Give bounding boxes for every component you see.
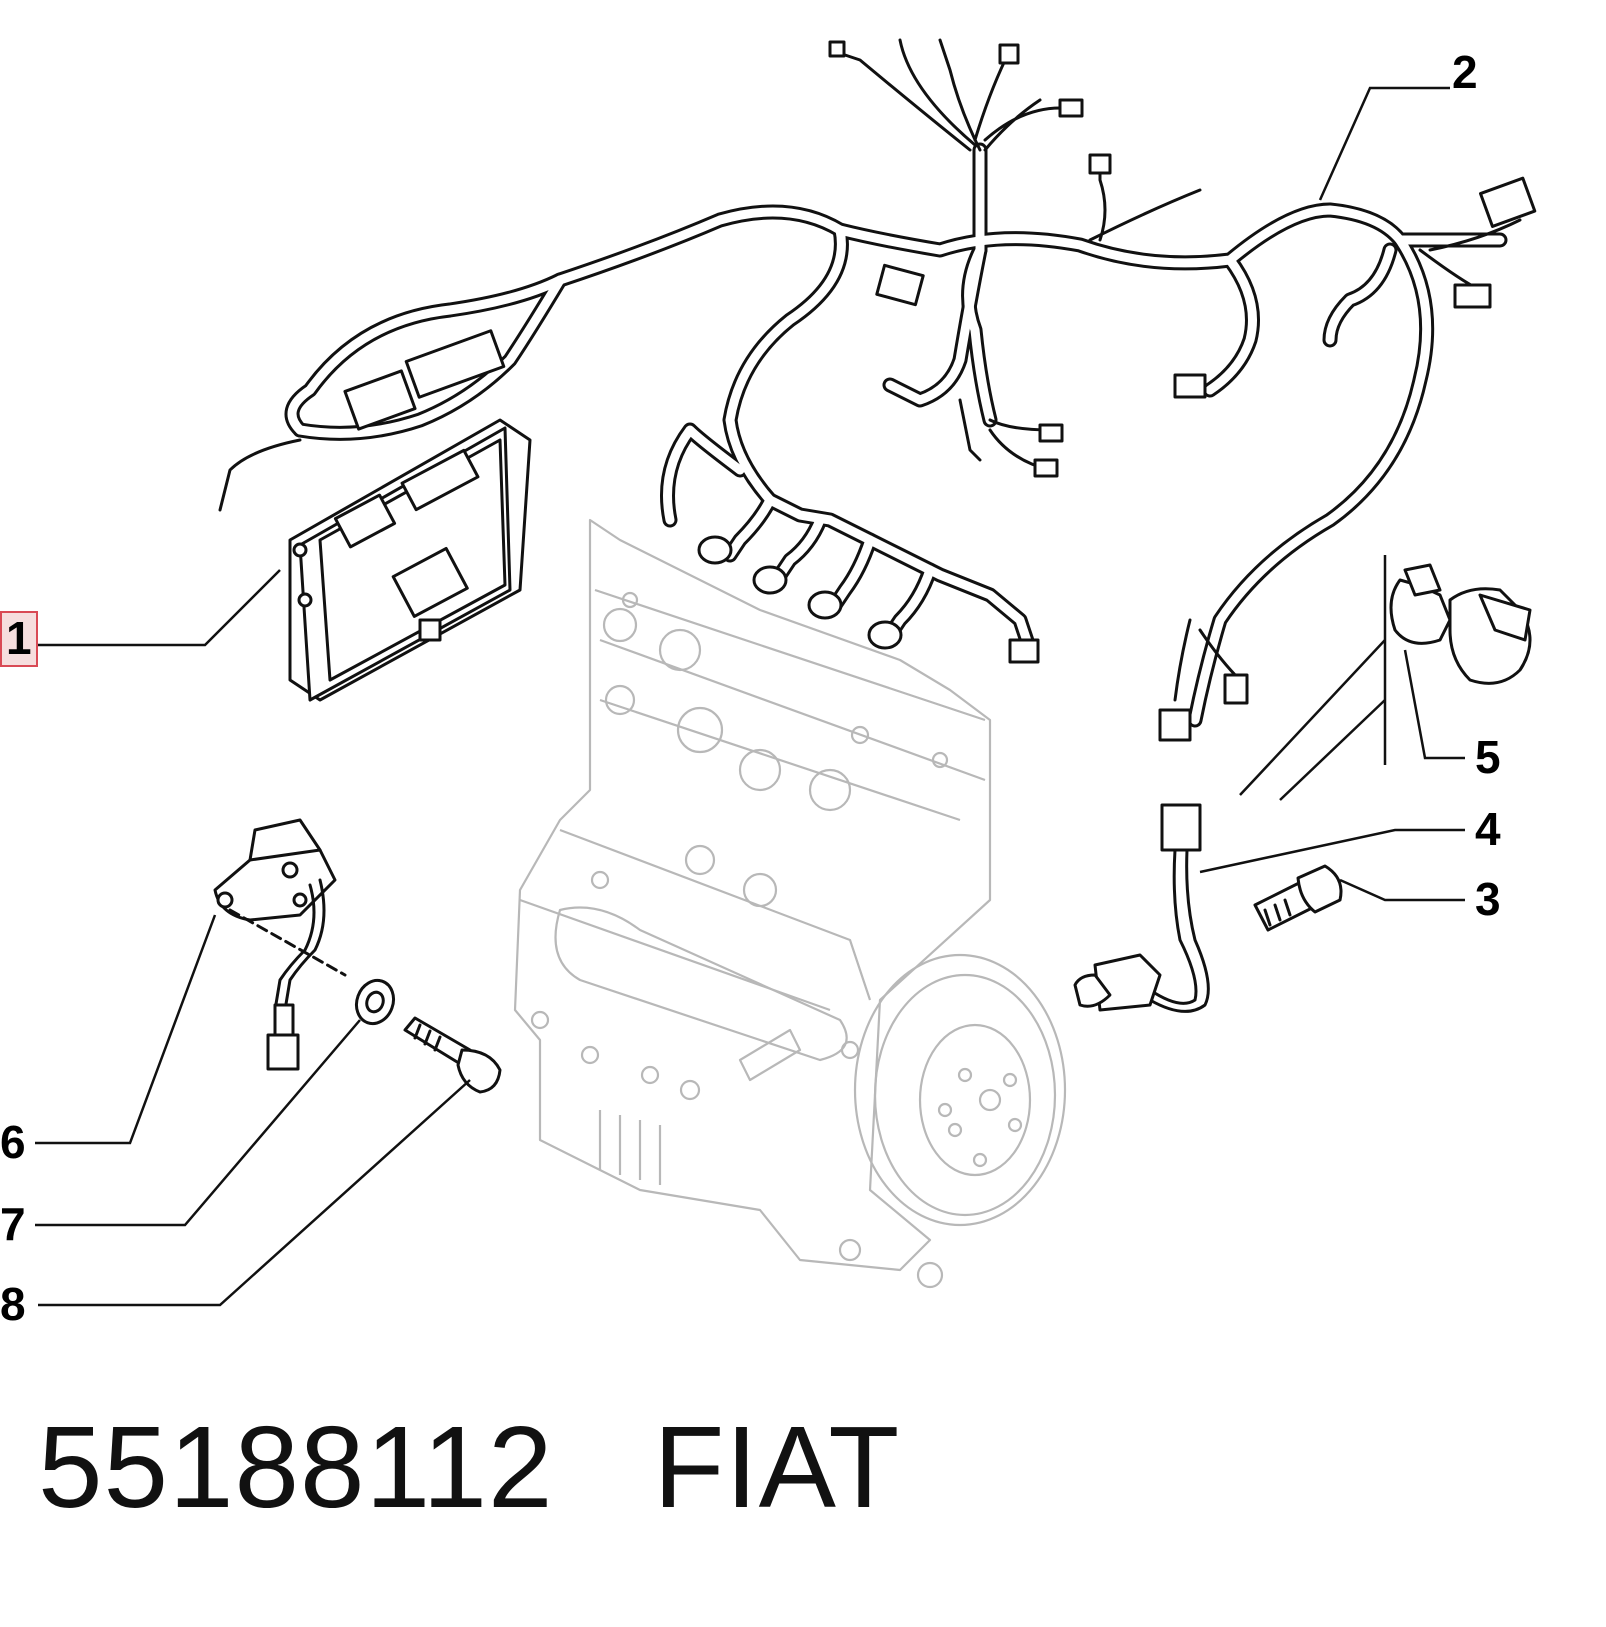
engine-control-unit <box>288 418 532 702</box>
harness-branch <box>1187 232 1435 728</box>
harness-branch-core <box>775 515 825 580</box>
callout-1: 1 <box>6 612 32 664</box>
bolt-part-3 <box>1253 864 1343 932</box>
callout-labels: 1 2 3 4 5 6 7 8 <box>0 46 1501 1330</box>
callout-6: 6 <box>0 1116 26 1168</box>
part-caption: 55188112 FIAT <box>38 1400 900 1534</box>
harness-branch-core <box>295 275 565 438</box>
callout-3: 3 <box>1475 873 1501 925</box>
leader-lines <box>35 86 1465 1307</box>
bolt-part-8 <box>403 1016 502 1094</box>
harness-branch-core <box>725 495 775 560</box>
brand-name: FIAT <box>653 1402 901 1532</box>
harness-branch-core <box>830 535 875 610</box>
washer-part-7 <box>354 978 396 1026</box>
callout-8: 8 <box>0 1278 26 1330</box>
callout-7: 7 <box>0 1198 26 1250</box>
callout-1-highlight <box>0 611 38 667</box>
harness-branch-core <box>885 565 935 640</box>
harness-branch-core <box>885 245 985 405</box>
harness-branch-core <box>1325 245 1395 345</box>
callout-4: 4 <box>1475 803 1501 855</box>
part-number: 55188112 <box>38 1402 554 1532</box>
wiring-harness <box>218 38 1537 742</box>
callout-5: 5 <box>1475 731 1501 783</box>
harness-branch-core <box>1190 235 1432 725</box>
harness-branch-core <box>1205 255 1257 395</box>
sensor-part-4 <box>1073 803 1210 1013</box>
harness-branch-core <box>765 495 1035 655</box>
engine-block-outline <box>513 518 1067 1289</box>
callout-2: 2 <box>1452 46 1478 98</box>
harness-branch-core <box>663 425 745 525</box>
clip-part-5 <box>1389 563 1532 685</box>
bracket-part-6 <box>213 818 347 1071</box>
harness-branch-core <box>725 225 846 505</box>
